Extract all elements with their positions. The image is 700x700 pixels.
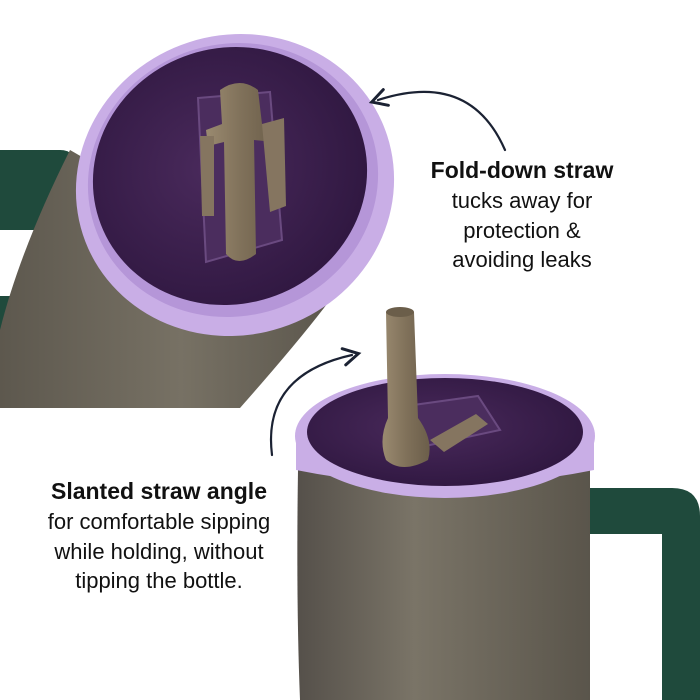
slanted-straw-headline: Slanted straw angle	[50, 478, 267, 504]
slanted-straw-line-1: for comfortable sipping	[47, 509, 271, 535]
bottom-tumbler-handle	[580, 488, 700, 700]
fold-down-straw-line-1: tucks away for	[451, 188, 593, 214]
bottom-tumbler-body	[297, 470, 590, 700]
bottom-tumbler	[295, 307, 700, 700]
top-callout-arrow	[368, 88, 507, 152]
fold-down-straw-line-2: protection &	[463, 217, 581, 243]
fold-down-straw-callout: Fold-down straw tucks away for protectio…	[392, 155, 652, 275]
bottom-callout-arrow	[269, 347, 362, 457]
slanted-straw-line-3: tipping the bottle.	[75, 568, 243, 594]
slanted-straw-callout: Slanted straw angle for comfortable sipp…	[14, 476, 304, 596]
fold-down-straw-headline: Fold-down straw	[430, 157, 614, 183]
slanted-straw-line-2: while holding, without	[54, 538, 264, 564]
fold-down-straw-line-3: avoiding leaks	[452, 247, 592, 273]
top-tumbler	[0, 34, 395, 408]
top-tumbler-folded-straw	[206, 83, 276, 261]
bottom-tumbler-straw	[382, 308, 430, 467]
